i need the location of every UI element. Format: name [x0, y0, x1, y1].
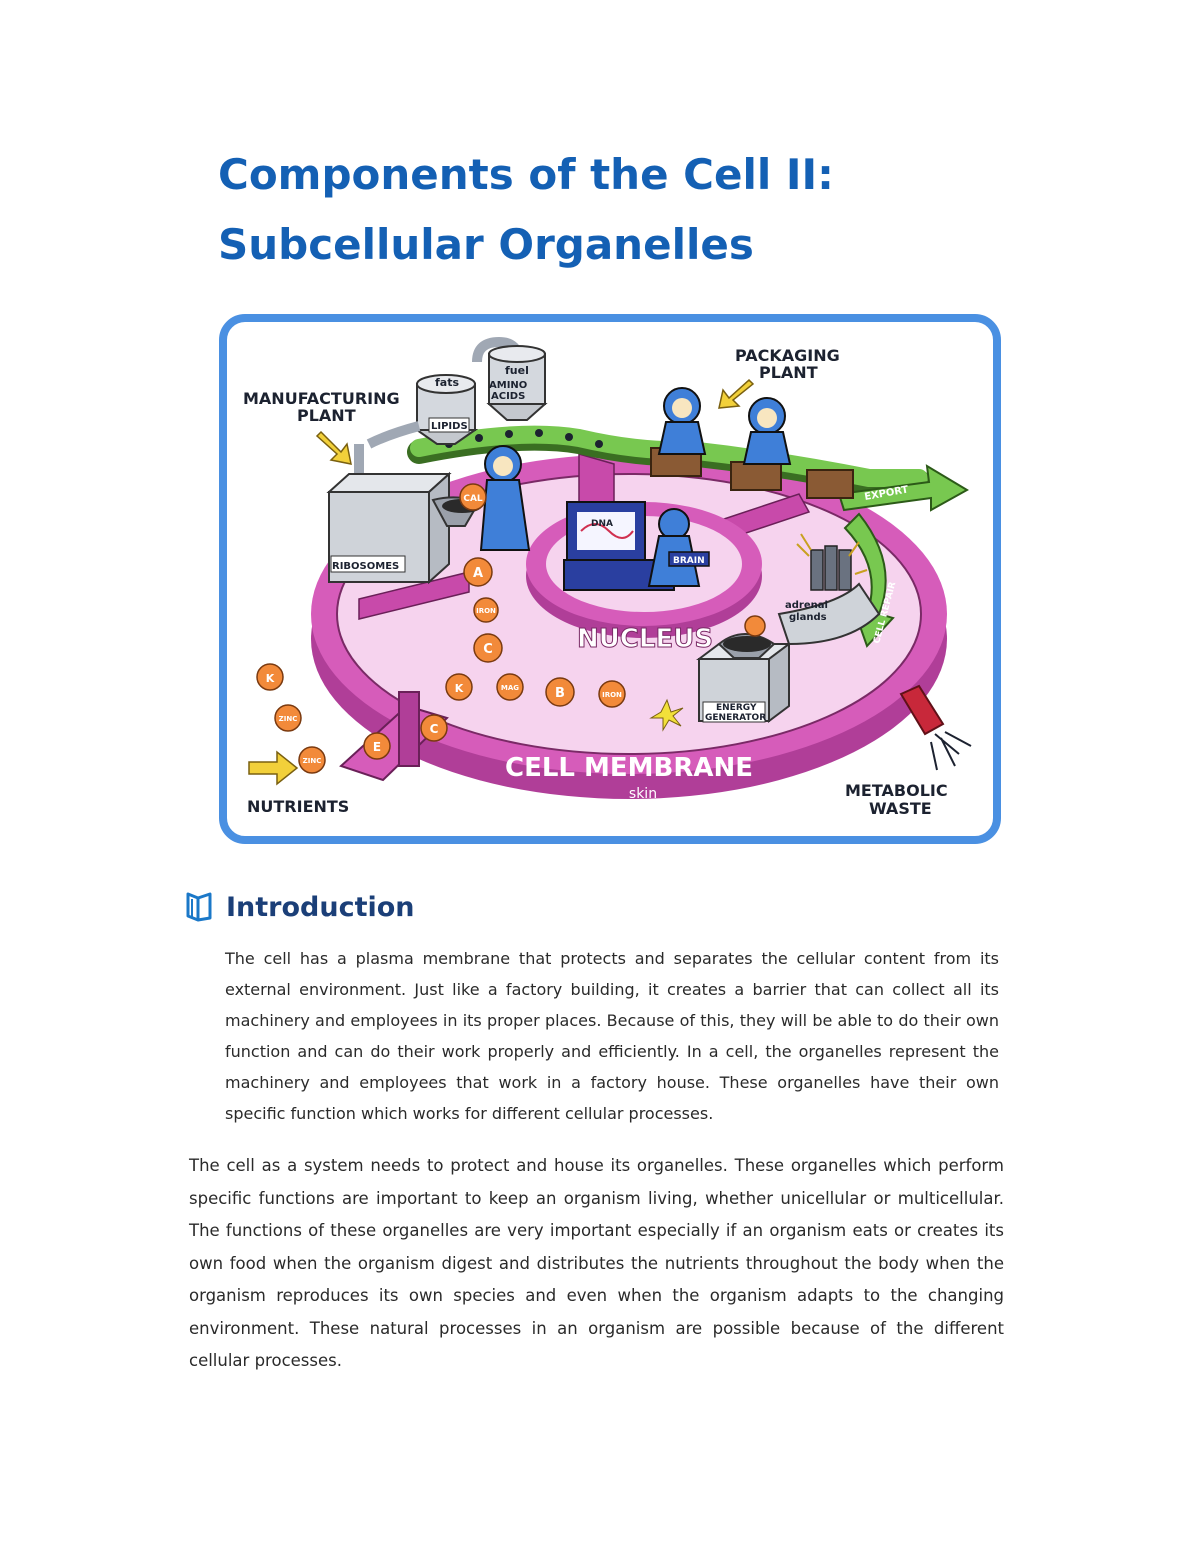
nutrient-zinc: ZINC — [298, 746, 326, 774]
manufacturing-plant-label-2: PLANT — [297, 406, 356, 425]
svg-text:K: K — [266, 672, 275, 685]
packaging-worker — [742, 397, 792, 465]
lipids-label: LIPIDS — [431, 421, 468, 432]
metabolic-waste-label-2: WASTE — [869, 799, 932, 818]
nutrient-ball — [744, 615, 766, 637]
nutrient-k: K — [256, 663, 284, 691]
packaging-plant-label-1: PACKAGING — [735, 346, 840, 365]
svg-text:C: C — [483, 642, 493, 657]
brain-worker — [658, 508, 690, 540]
body-paragraph: The cell as a system needs to protect an… — [189, 1156, 1004, 1370]
svg-text:IRON: IRON — [476, 607, 496, 615]
energy-label-1: ENERGY — [716, 703, 757, 713]
dna-icon — [580, 523, 634, 539]
spark-icon — [649, 698, 684, 732]
title-line-2: Subcellular Organelles — [218, 220, 754, 269]
skin-label: skin — [629, 786, 657, 802]
svg-text:IRON: IRON — [602, 691, 622, 699]
packaging-arrow — [718, 378, 755, 409]
nutrient-cal: CAL — [459, 483, 487, 511]
svg-text:ZINC: ZINC — [279, 715, 298, 723]
nutrient-k: K — [445, 673, 473, 701]
svg-text:E: E — [373, 740, 381, 754]
svg-text:B: B — [555, 686, 565, 701]
svg-text:A: A — [473, 566, 483, 581]
svg-text:ZINC: ZINC — [303, 757, 322, 765]
nutrients-arrow — [248, 750, 299, 786]
intro-paragraph: The cell has a plasma membrane that prot… — [225, 949, 999, 1123]
manufacturing-plant-label-1: MANUFACTURING — [243, 389, 400, 408]
nutrient-a: A — [463, 557, 493, 587]
manufacturing-arrow — [315, 430, 352, 465]
nutrient-b: B — [545, 677, 575, 707]
ribosome-worker — [479, 445, 531, 551]
nutrient-iron: IRON — [598, 680, 626, 708]
introduction-section-header: Introduction — [184, 886, 784, 930]
cell-factory-svg: DNA BRAIN NUCLEUS EXPORT CELL REPAIR — [219, 314, 1001, 844]
nutrients-label: NUTRIENTS — [247, 797, 349, 816]
nutrient-iron: IRON — [473, 597, 499, 623]
nucleus-label: NUCLEUS — [577, 624, 713, 654]
amino-label-1: AMINO — [489, 380, 527, 391]
packaging-plant-label-2: PLANT — [759, 363, 818, 382]
book-icon — [184, 890, 214, 929]
membrane-gateway — [339, 691, 449, 782]
nutrient-c: C — [420, 714, 448, 742]
adrenal-label-2: glands — [789, 612, 827, 623]
nutrient-e: E — [363, 732, 391, 760]
metabolic-waste-pipe — [899, 684, 972, 771]
fats-label: fats — [435, 376, 459, 389]
adrenal-label-1: adrenal — [785, 600, 828, 611]
energy-generator — [696, 582, 881, 723]
energy-label-2: GENERATOR — [705, 713, 766, 723]
nutrient-c: C — [473, 633, 503, 663]
export-arrow — [837, 464, 969, 512]
svg-text:C: C — [430, 722, 439, 736]
nutrient-characters: CAL A IRON C K MAG B IRON K ZINC ZINC E … — [256, 483, 766, 774]
adrenal-glands — [796, 533, 868, 591]
page-title: Components of the Cell II: Subcellular O… — [218, 140, 1018, 280]
metabolic-waste-label-1: METABOLIC — [845, 781, 948, 800]
svg-text:MAG: MAG — [501, 684, 519, 692]
amino-label-2: ACIDS — [491, 391, 525, 402]
inner-wall-left — [358, 571, 470, 620]
nutrient-mag: MAG — [496, 673, 524, 701]
ribosomes-label: RIBOSOMES — [332, 561, 399, 572]
svg-text:K: K — [455, 682, 464, 695]
manufacturing-silos — [413, 336, 548, 445]
cell-factory-illustration: DNA BRAIN NUCLEUS EXPORT CELL REPAIR — [219, 314, 1001, 844]
brain-label: BRAIN — [673, 556, 705, 566]
dna-label: DNA — [591, 519, 613, 529]
package-box — [730, 461, 782, 491]
title-line-1: Components of the Cell II: — [218, 150, 834, 199]
packaging-worker — [657, 387, 707, 455]
fuel-label: fuel — [505, 364, 529, 377]
nutrient-zinc: ZINC — [274, 704, 302, 732]
package-box — [806, 469, 854, 499]
section-heading: Introduction — [226, 892, 415, 923]
svg-text:CAL: CAL — [463, 494, 483, 504]
cell-membrane-label: CELL MEMBRANE — [505, 753, 753, 783]
